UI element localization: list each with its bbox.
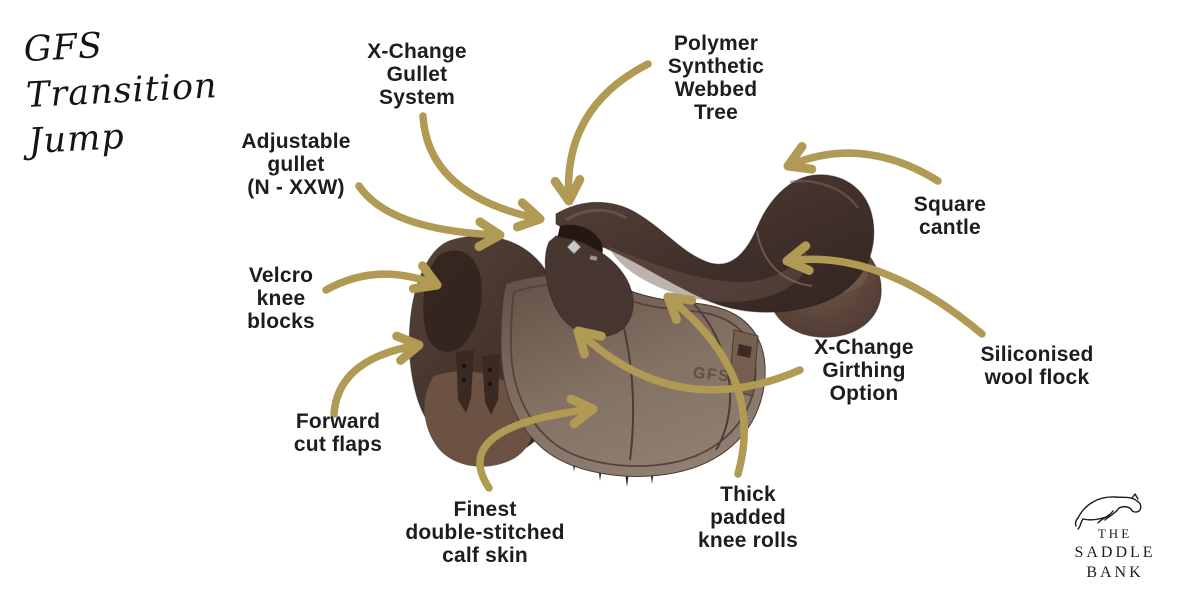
- arrow-square-cantle: [784, 149, 942, 185]
- arrowhead-siliconised-wool-flock: [782, 241, 814, 275]
- saddle-seat-cantle: [555, 174, 875, 313]
- saddle-brand-embossing: GFS: [692, 365, 731, 386]
- arrow-velcro-knee-blocks: [322, 270, 441, 294]
- arrow-x-change-girthing-option: [574, 327, 804, 394]
- arrow-adjustable-gullet: [355, 182, 504, 239]
- arrowhead-adjustable-gullet: [474, 217, 505, 252]
- saddle-sweat-flap: [424, 371, 534, 467]
- logo-line-the: THE: [1097, 526, 1133, 541]
- arrowhead-x-change-girthing-option: [573, 326, 606, 359]
- arrow-thick-padded-knee-rolls: [664, 293, 748, 478]
- arrow-finest-double-stitched-calf-skin: [476, 405, 597, 492]
- arrowhead-velcro-knee-blocks: [408, 261, 442, 294]
- logo-line-saddle: SADDLE: [1074, 544, 1156, 561]
- arrowhead-thick-padded-knee-rolls: [663, 292, 697, 324]
- arrowhead-polymer-synthetic-webbed-tree: [550, 175, 585, 206]
- arrows-layer: [322, 60, 986, 492]
- saddle-bank-logo: THE SADDLE BANK: [1040, 492, 1190, 582]
- arrowhead-x-change-gullet-system: [512, 198, 545, 232]
- label-adjustable-gullet: Adjustable gullet (N - XXW): [241, 130, 351, 199]
- saddle-knee-block: [423, 250, 482, 352]
- arrowhead-square-cantle: [783, 142, 817, 174]
- arrow-polymer-synthetic-webbed-tree: [564, 60, 652, 205]
- saddle-nameplate-badge: [566, 239, 582, 255]
- label-x-change-girthing-option: X-Change Girthing Option: [814, 336, 914, 405]
- label-polymer-synthetic-webbed-tree: Polymer Synthetic Webbed Tree: [667, 32, 765, 124]
- arrowhead-forward-cut-flaps: [392, 331, 424, 365]
- label-siliconised-wool-flock: Siliconised wool flock: [980, 343, 1094, 389]
- label-thick-padded-knee-rolls: Thick padded knee rolls: [697, 483, 799, 552]
- arrow-siliconised-wool-flock: [783, 255, 986, 338]
- label-forward-cut-flaps: Forward cut flaps: [293, 410, 383, 456]
- label-x-change-gullet-system: X-Change Gullet System: [367, 40, 467, 109]
- label-finest-double-stitched-calf-skin: Finest double-stitched calf skin: [405, 498, 565, 567]
- label-velcro-knee-blocks: Velcro knee blocks: [247, 264, 315, 333]
- arrow-forward-cut-flaps: [330, 341, 423, 418]
- horse-logo-icon: [1074, 493, 1142, 530]
- saddle-skirt: [544, 235, 634, 337]
- label-square-cantle: Square cantle: [913, 193, 987, 239]
- logo-line-bank: BANK: [1086, 564, 1144, 581]
- arrowhead-finest-double-stitched-calf-skin: [566, 394, 598, 429]
- arrow-x-change-gullet-system: [419, 112, 544, 223]
